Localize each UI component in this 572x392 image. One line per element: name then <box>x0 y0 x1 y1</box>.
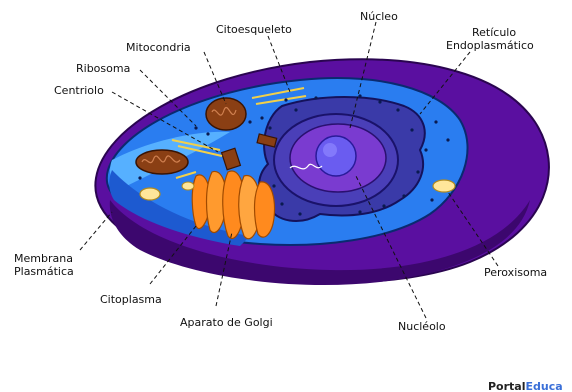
label-mitocondria: Mitocondria <box>126 41 191 54</box>
vesicle-1 <box>140 188 160 200</box>
label-centriolo: Centriolo <box>54 84 104 97</box>
label-membrana-line1: Membrana <box>14 252 73 265</box>
watermark-educa: Educa <box>526 380 563 392</box>
label-reticulo-line1: Retículo <box>472 26 516 39</box>
watermark-portal: Portal <box>488 380 526 392</box>
label-ribosoma: Ribosoma <box>76 62 130 75</box>
label-citoesqueleto: Citoesqueleto <box>216 23 292 36</box>
peroxisome <box>433 180 455 192</box>
vesicle-2 <box>182 182 194 190</box>
label-nucleolo: Nucléolo <box>398 320 446 333</box>
nucleolus-highlight <box>323 143 337 157</box>
nucleolus <box>316 136 356 176</box>
label-golgi: Aparato de Golgi <box>180 316 273 329</box>
label-reticulo-line2: Endoplasmático <box>446 39 534 52</box>
label-citoplasma: Citoplasma <box>100 293 162 306</box>
label-peroxisoma: Peroxisoma <box>484 266 547 279</box>
mitochondria-1 <box>206 98 246 130</box>
label-nucleo: Núcleo <box>360 10 398 23</box>
label-membrana-line2: Plasmática <box>14 265 74 278</box>
watermark: PortalEduca <box>488 380 563 392</box>
